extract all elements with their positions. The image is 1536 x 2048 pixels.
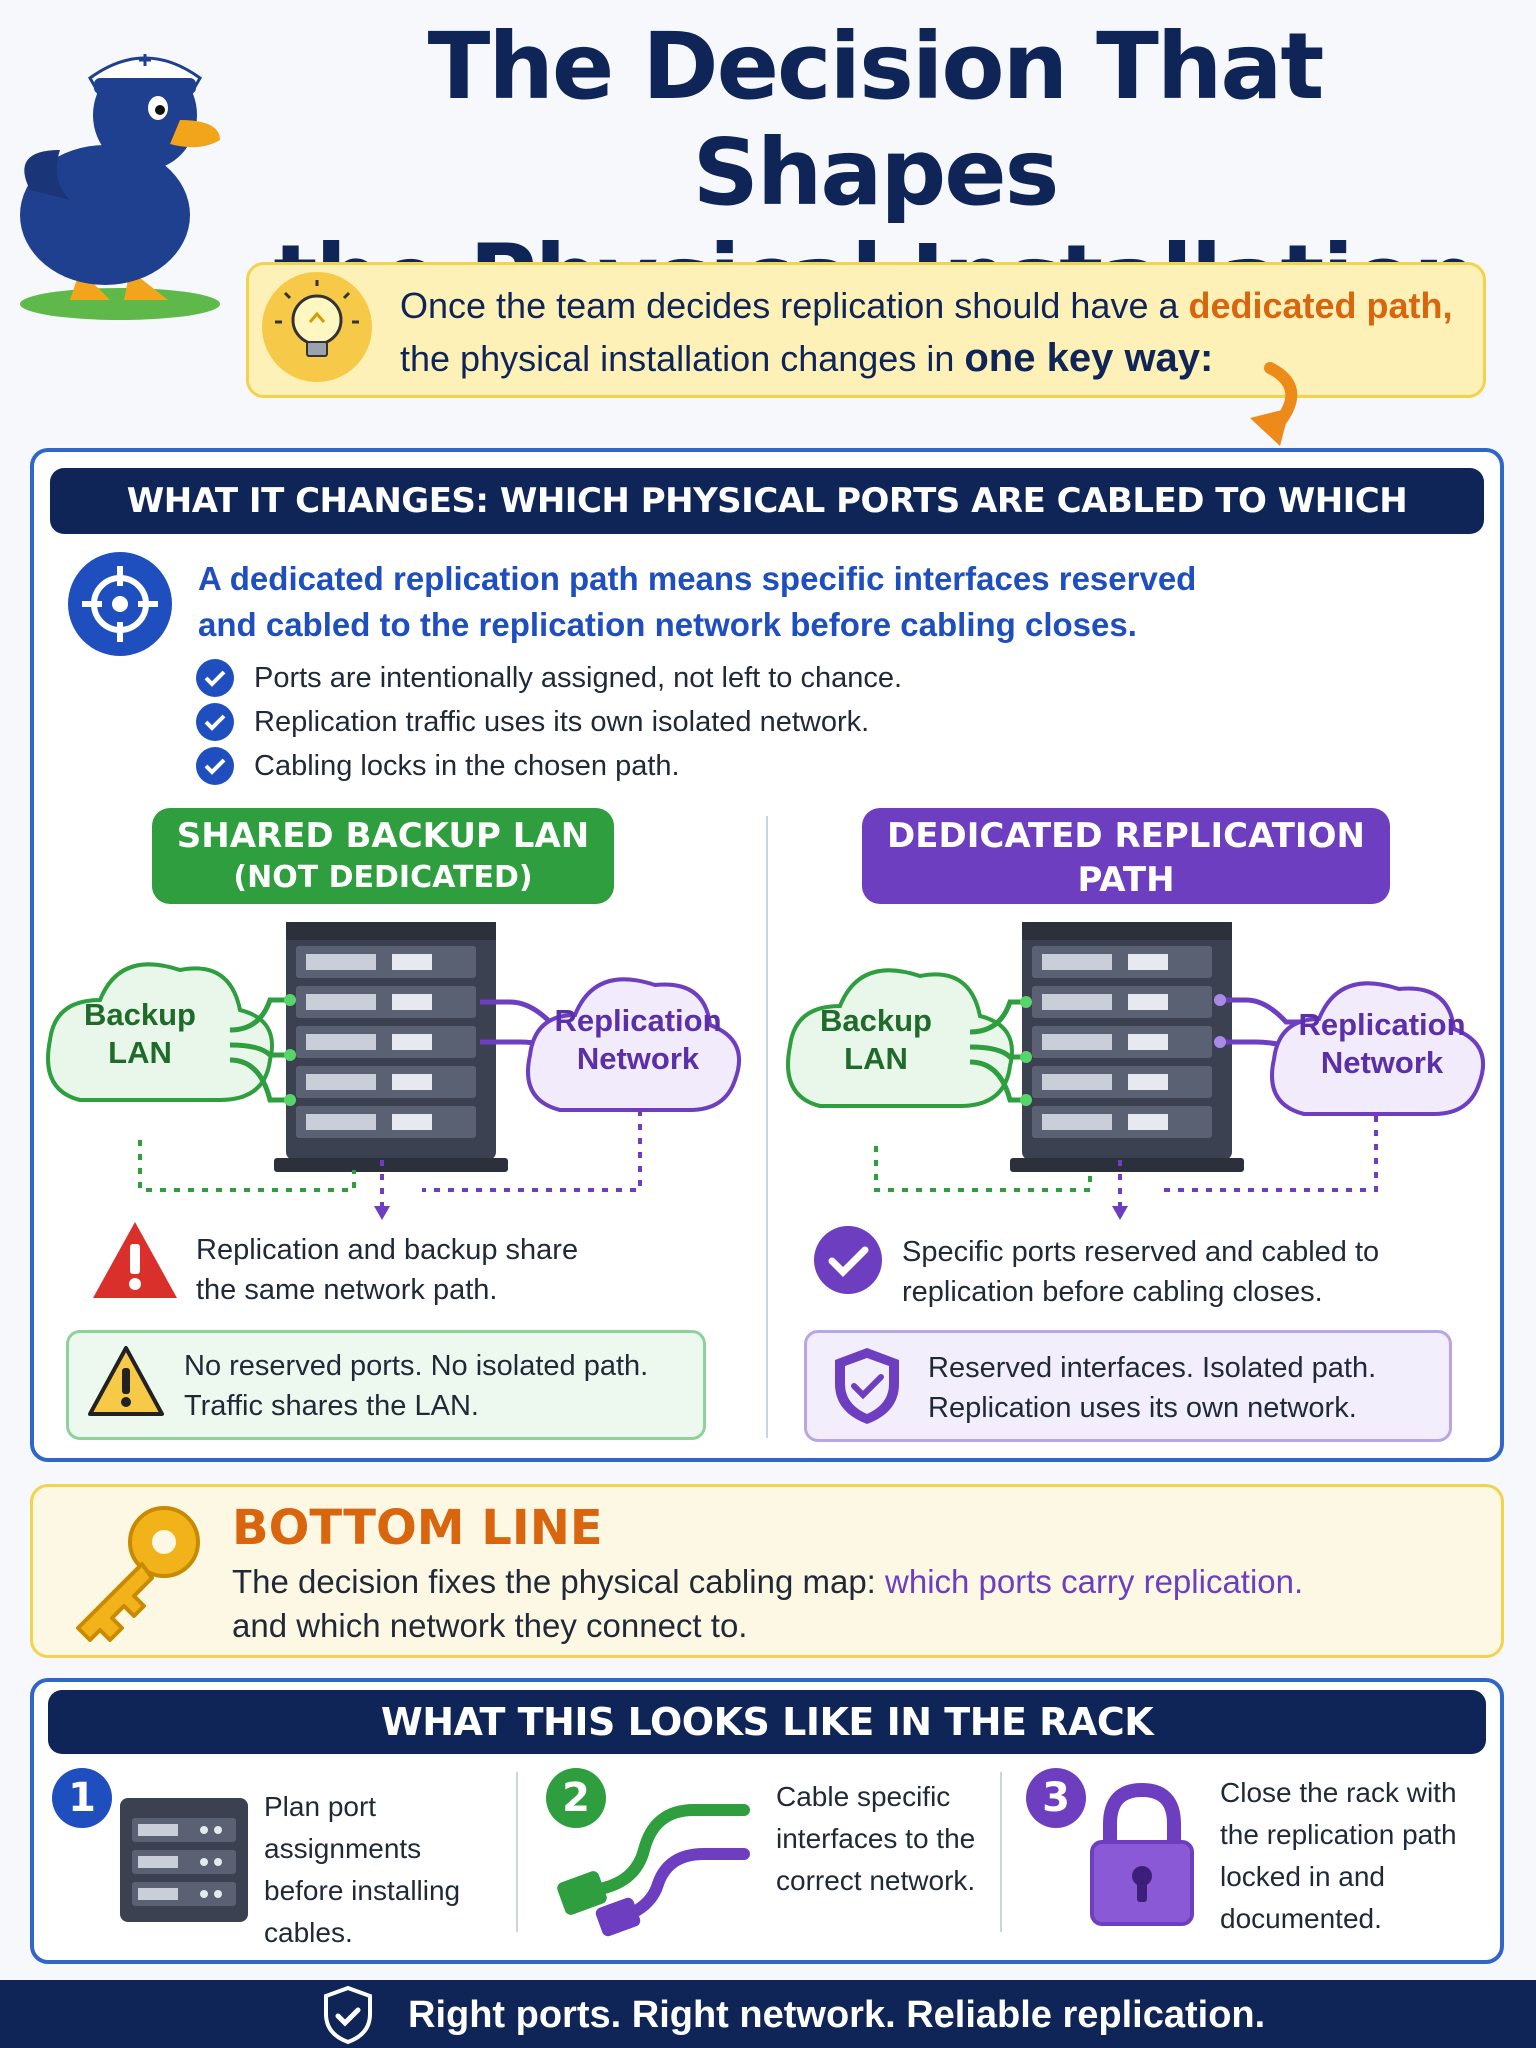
dedicated-network-diagram [786,922,1485,1220]
changes-banner: WHAT IT CHANGES: WHICH PHYSICAL PORTS AR… [50,468,1484,587]
bottom-line-highlight: which ports carry replication. [885,1563,1304,1600]
dedicated-summary-box [804,1330,1452,1442]
target-icon [68,552,172,656]
column-divider [766,816,768,1438]
shield-check-icon [324,1985,372,2045]
padlock-icon [1090,1782,1194,1926]
intro-text: Once the team decides replication should… [400,285,1453,380]
caution-icon [88,1346,164,1416]
dedicated-note: Specific ports reserved and cabled to re… [902,1236,1380,1308]
title-line-1: The Decision That Shapes [427,13,1325,226]
backup-lan-label: Backup LAN [820,1003,932,1076]
server-chassis-icon [120,1798,248,1922]
intro-highlight: dedicated path, [1188,285,1453,326]
intro-emphasis: one key way: [964,336,1214,380]
bottom-line-box [30,1484,1504,1658]
replication-network-cloud-icon [1270,981,1485,1116]
replication-network-label: Replication Network [1298,1007,1466,1080]
shared-note: Replication and backup share the same ne… [196,1234,579,1306]
server-rack-icon [274,922,508,1172]
footer-bar [0,1980,1536,2048]
checkmark-icon [196,747,234,785]
checkmark-icon [196,703,234,741]
list-item: Replication traffic uses its own isolate… [196,700,902,744]
step-2-text: Cable specific interfaces to the correct… [776,1781,976,1896]
backup-lan-cloud-icon [786,968,1014,1108]
step-3-number: 3 [1026,1768,1086,1828]
key-icon [76,1506,200,1642]
lightbulb-icon [262,272,372,382]
replication-network-label: Replication Network [554,1003,722,1076]
bottom-line-heading: BOTTOM LINE [232,1500,603,1556]
rack-banner: WHAT THIS LOOKS LIKE IN THE RACK [48,1690,1486,1754]
step-divider [1000,1772,1002,1932]
shared-network-diagram [46,922,741,1220]
backup-lan-label: Backup LAN [84,997,196,1070]
shield-icon [835,1348,899,1424]
check-list: Ports are intentionally assigned, not le… [196,656,902,788]
check-circle-icon [814,1226,882,1294]
list-item: Cabling locks in the chosen path. [196,744,902,788]
footer-tagline: Right ports. Right network. Reliable rep… [408,1994,1266,2036]
step-2-number: 2 [546,1768,606,1828]
backup-lan-cloud-icon [46,962,274,1102]
replication-network-cloud-icon [526,977,741,1112]
checkmark-icon [196,659,234,697]
shared-lan-label: SHARED BACKUP LAN (NOT DEDICATED) [152,808,614,904]
curved-arrow-icon [1250,362,1298,446]
step-1-text: Plan port assignments before installing … [264,1791,461,1948]
dedicated-summary-text: Reserved interfaces. Isolated path. Repl… [928,1352,1377,1424]
shared-summary-text: No reserved ports. No isolated path. Tra… [184,1350,649,1422]
network-cable-icon [557,1804,750,1937]
step-3-text: Close the rack with the replication path… [1220,1777,1457,1934]
step-divider [516,1772,518,1932]
bottom-line-text: The decision fixes the physical cabling … [232,1563,1304,1644]
step-1-number: 1 [52,1768,112,1828]
server-rack-icon [1010,922,1244,1172]
dedicated-path-label: DEDICATED REPLICATION PATH (CHOSEN) [862,808,1390,939]
shared-summary-box [66,1330,706,1440]
warning-icon [93,1222,177,1298]
duck-mascot-icon [20,54,220,320]
list-item: Ports are intentionally assigned, not le… [196,656,902,700]
lead-text: A dedicated replication path means speci… [198,560,1197,643]
